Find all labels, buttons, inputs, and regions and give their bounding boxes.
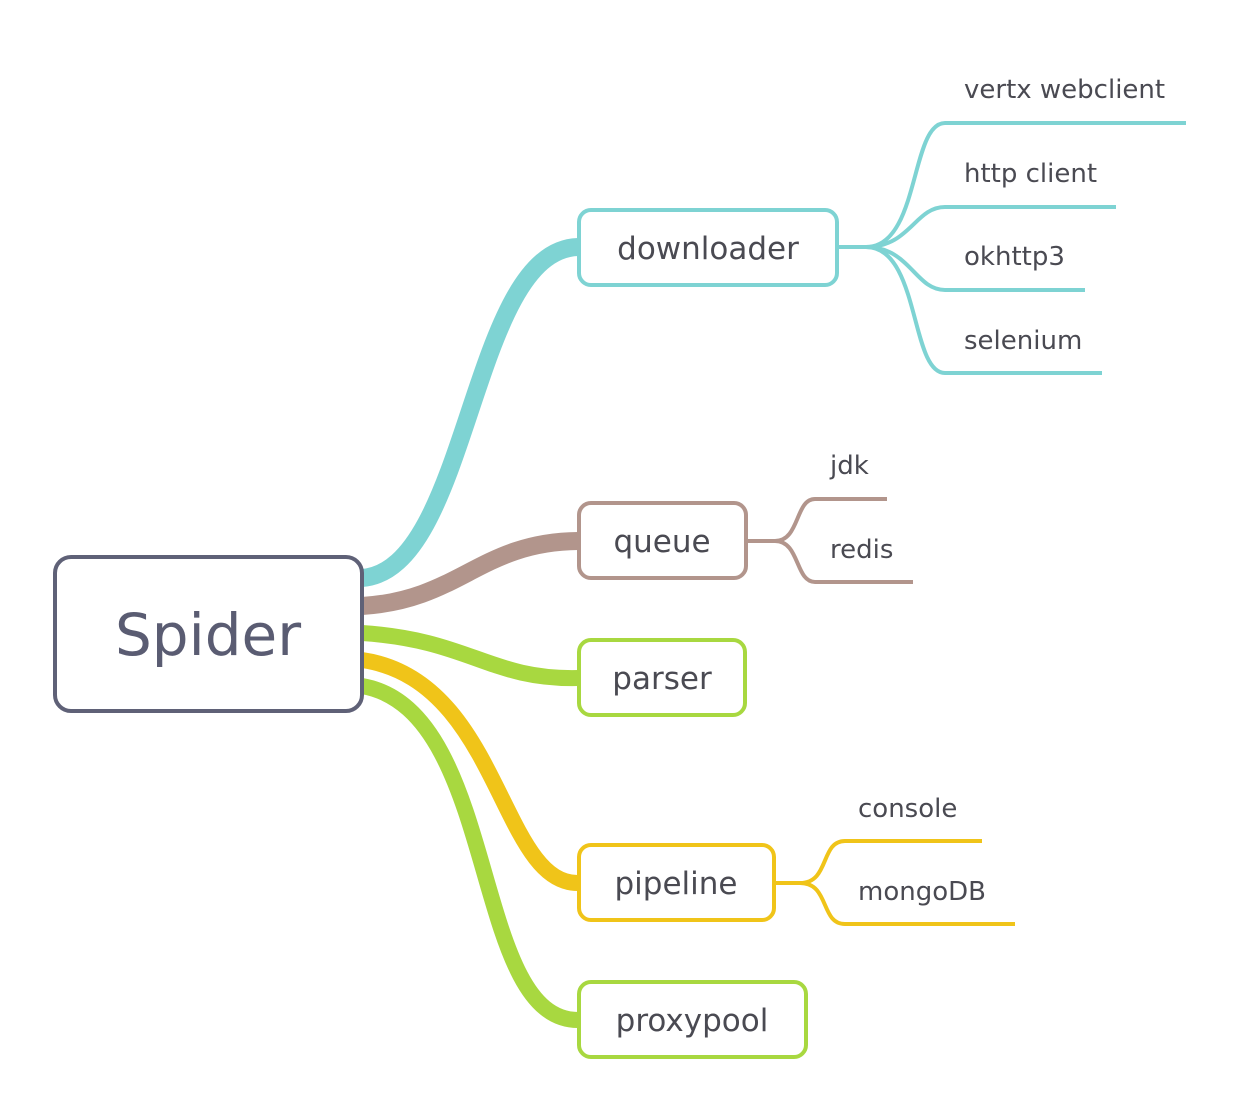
pipeline-leaf-connectors [775, 839, 1015, 926]
branch-node-pipeline[interactable]: pipeline [577, 843, 776, 922]
leaf-http-client[interactable]: http client [964, 159, 1097, 189]
branch-label-downloader: downloader [617, 231, 799, 267]
branch-label-parser: parser [612, 661, 712, 697]
leaf-jdk[interactable]: jdk [829, 451, 869, 481]
root-label: Spider [115, 601, 301, 669]
leaf-mongodb[interactable]: mongoDB [858, 877, 986, 907]
connector-pipeline [360, 652, 579, 892]
leaf-redis[interactable]: redis [830, 535, 893, 565]
connector-parser [361, 625, 579, 687]
branch-label-queue: queue [613, 524, 710, 560]
branch-node-queue[interactable]: queue [577, 501, 748, 580]
branch-label-pipeline: pipeline [615, 866, 738, 902]
branch-node-proxypool[interactable]: proxypool [577, 980, 808, 1059]
leaf-selenium[interactable]: selenium [964, 326, 1082, 356]
branch-label-proxypool: proxypool [616, 1003, 769, 1039]
branch-node-downloader[interactable]: downloader [577, 208, 839, 287]
leaf-console[interactable]: console [858, 794, 957, 824]
connector-proxypool [360, 678, 579, 1028]
branch-node-parser[interactable]: parser [577, 638, 747, 717]
leaf-okhttp3[interactable]: okhttp3 [964, 242, 1065, 272]
root-node[interactable]: Spider [53, 555, 364, 713]
connector-downloader [360, 238, 580, 587]
leaf-vertx-webclient[interactable]: vertx webclient [964, 75, 1165, 105]
queue-leaf-connectors [746, 497, 913, 584]
connector-queue [361, 532, 579, 615]
downloader-leaf-connectors [838, 121, 1186, 375]
